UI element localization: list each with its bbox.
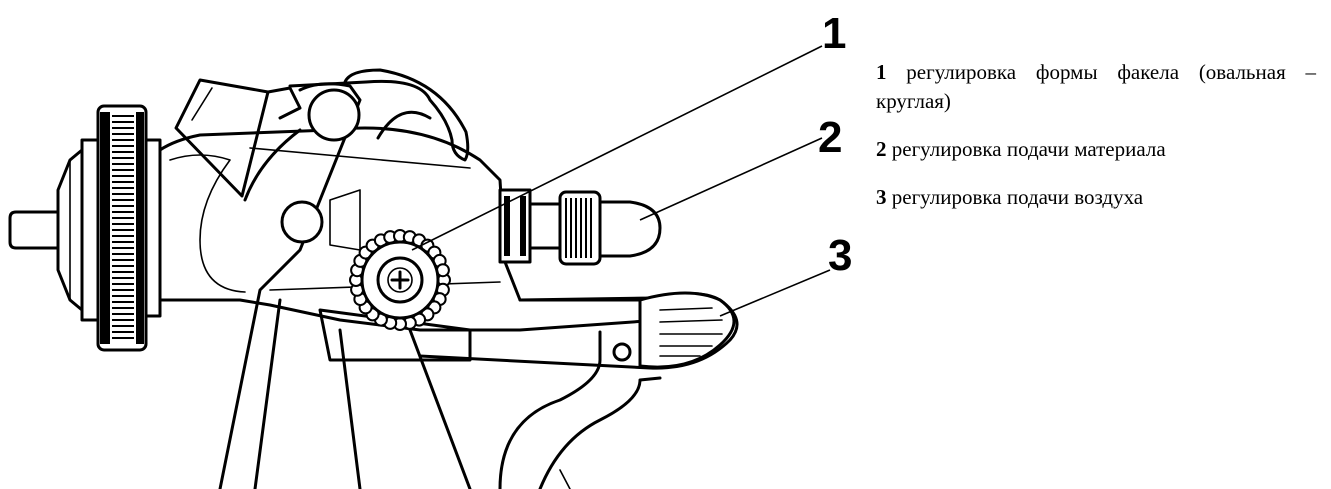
- legend: 1 регулировка формы факела (овальная – к…: [876, 58, 1316, 231]
- callout-number-1: 1: [822, 9, 846, 58]
- knurled-ring: [96, 104, 162, 352]
- spray-gun-diagram: 1 2 3: [8, 9, 852, 489]
- legend-item-1: 1 регулировка формы факела (овальная – к…: [876, 58, 1316, 116]
- legend-label-3: регулировка подачи воздуха: [891, 185, 1144, 209]
- leader-line-2: [639, 137, 823, 221]
- legend-item-3: 3 регулировка подачи воздуха: [876, 183, 1316, 212]
- leader-line-3: [719, 269, 831, 317]
- legend-label-2: регулировка подачи материала: [891, 137, 1166, 161]
- legend-number-2: 2: [876, 137, 887, 161]
- leader-line-1: [411, 45, 823, 251]
- trigger-lever: [218, 82, 362, 489]
- air-cap: [8, 138, 100, 322]
- callout-number-2: 2: [818, 113, 842, 162]
- legend-number-3: 3: [876, 185, 887, 209]
- legend-item-2: 2 регулировка подачи материала: [876, 135, 1316, 164]
- handle: [318, 308, 662, 489]
- legend-label-1: регулировка формы факела (овальная – кру…: [876, 60, 1316, 113]
- legend-number-1: 1: [876, 60, 887, 84]
- fan-adjuster-knob: [349, 229, 451, 331]
- fluid-adjuster: [498, 188, 662, 266]
- callout-number-3: 3: [828, 231, 852, 280]
- air-valve-knob: [418, 291, 739, 370]
